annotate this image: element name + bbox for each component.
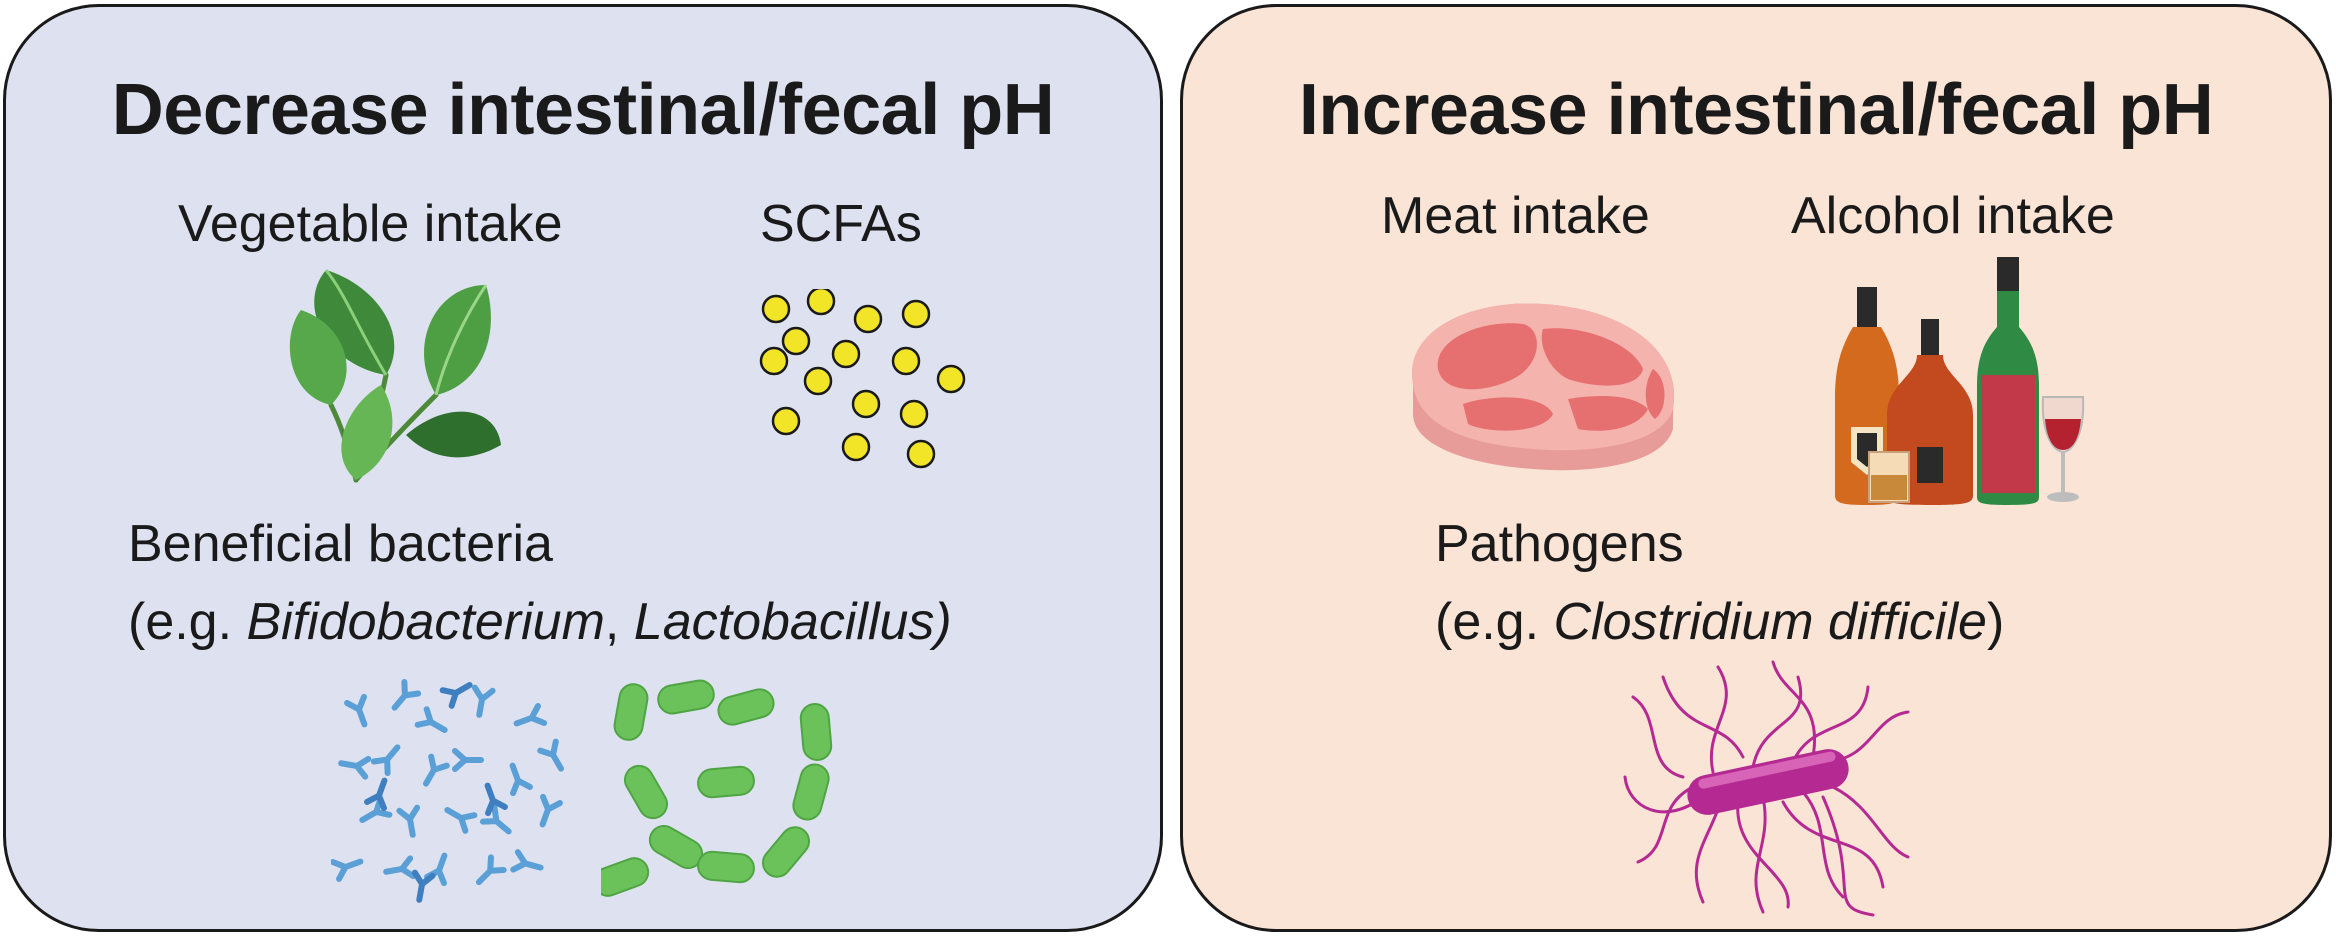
steak-icon [1412, 303, 1675, 471]
clostridium-difficile-name: Clostridium difficile [1553, 593, 1987, 651]
scfa-label: SCFAs [760, 195, 922, 253]
panel-title: Increase intestinal/fecal pH [1298, 70, 2214, 150]
decrease-ph-panel: Decrease intestinal/fecal pH Vegetable i… [3, 4, 1163, 932]
lactobacillus-icon [601, 679, 833, 897]
scfa-molecules-icon [759, 289, 966, 469]
pathogens-examples: (e.g. Clostridium difficile) [1435, 593, 2005, 651]
bottles-icon [1835, 257, 2085, 505]
lactobacillus-name: Lactobacillus) [633, 593, 952, 651]
meat-intake-label: Meat intake [1381, 187, 1650, 245]
bifidobacterium-name: Bifidobacterium [246, 593, 605, 651]
panel-title: Decrease intestinal/fecal pH [111, 70, 1055, 150]
vegetable-intake-label: Vegetable intake [178, 195, 563, 253]
pathogens-label: Pathogens [1435, 515, 1684, 573]
beneficial-bacteria-label: Beneficial bacteria [128, 515, 553, 573]
alcohol-intake-label: Alcohol intake [1791, 187, 2115, 245]
bifidobacterium-icon [331, 675, 581, 905]
clostridium-icon [1623, 660, 1910, 917]
spinach-icon [289, 269, 501, 483]
beneficial-bacteria-examples: (e.g. Bifidobacterium, Lactobacillus) [128, 593, 952, 651]
increase-ph-panel: Increase intestinal/fecal pH Meat intake… [1180, 4, 2332, 932]
